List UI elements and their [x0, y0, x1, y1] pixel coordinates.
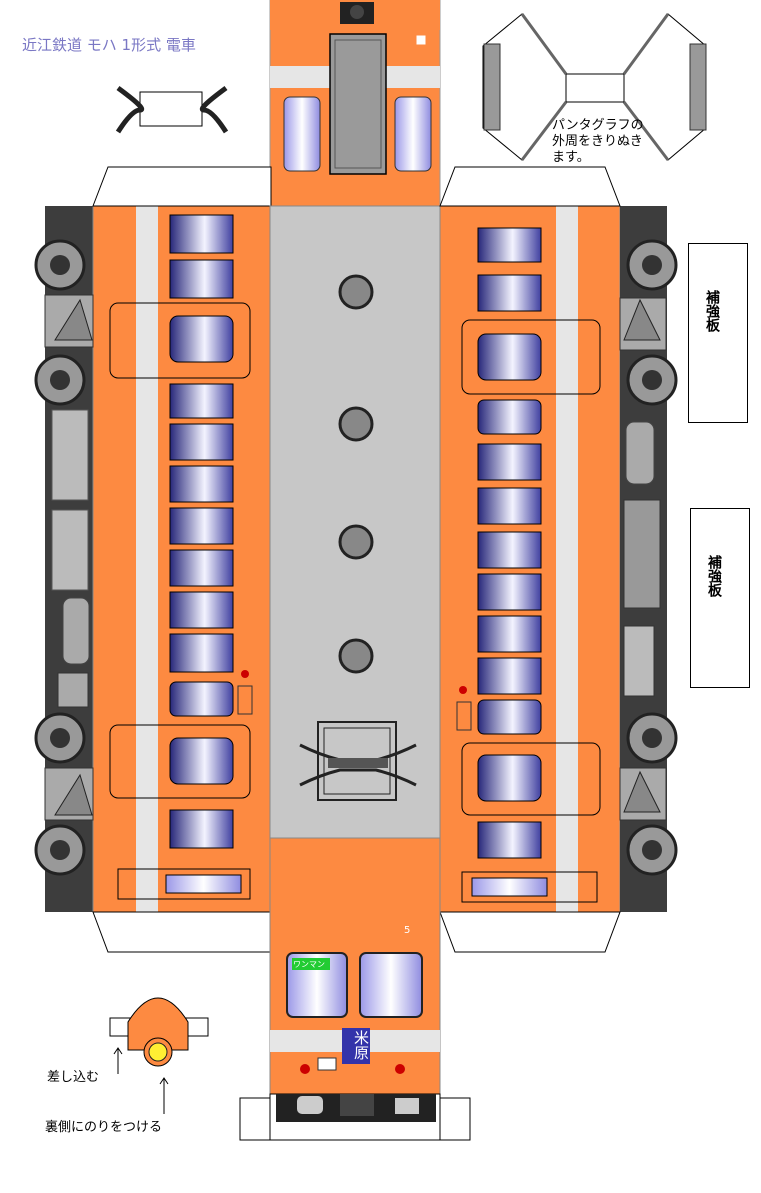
- headlight-part: [109, 997, 209, 1114]
- top-end-panel: [269, 0, 441, 209]
- reinforcement-plate-2: 補強板: [690, 508, 750, 688]
- left-bogie-front: [34, 239, 94, 406]
- ceiling-part: [115, 85, 229, 134]
- pantograph-note-line-3: ます。: [552, 150, 590, 165]
- left-equipment: [51, 409, 90, 708]
- right-bogie-rear: [619, 712, 678, 876]
- pantograph-note-line-1: パンタグラフの: [552, 118, 644, 133]
- destination-sign: 米原: [352, 1030, 370, 1060]
- glue-instruction: 裏側にのりをつける: [45, 1120, 163, 1135]
- pantograph: [482, 13, 707, 161]
- front-end-panel: [269, 837, 441, 1099]
- insert-instruction: 差し込む: [47, 1070, 100, 1085]
- pantograph-note-line-2: 外周をきりぬき: [552, 134, 643, 149]
- car-number: 5: [404, 925, 411, 936]
- right-bogie-front: [619, 239, 678, 406]
- roof-panel: [269, 205, 441, 839]
- sheet-title: 近江鉄道 モハ 1形式 電車: [22, 36, 196, 54]
- pantograph-cut-note: パンタグラフの 外周をきりぬき ます。: [552, 118, 644, 166]
- reinforcement-label-2: 補強板: [706, 555, 722, 597]
- left-windows: [109, 214, 253, 900]
- reinforcement-plate-1: 補強板: [688, 243, 748, 423]
- right-windows: [456, 227, 601, 903]
- front-skirt: [239, 1093, 471, 1141]
- reinforcement-label-1: 補強板: [704, 290, 720, 332]
- left-bogie-rear: [34, 712, 94, 876]
- one-man-sign: ワンマン: [293, 960, 325, 969]
- right-equipment: [623, 421, 661, 697]
